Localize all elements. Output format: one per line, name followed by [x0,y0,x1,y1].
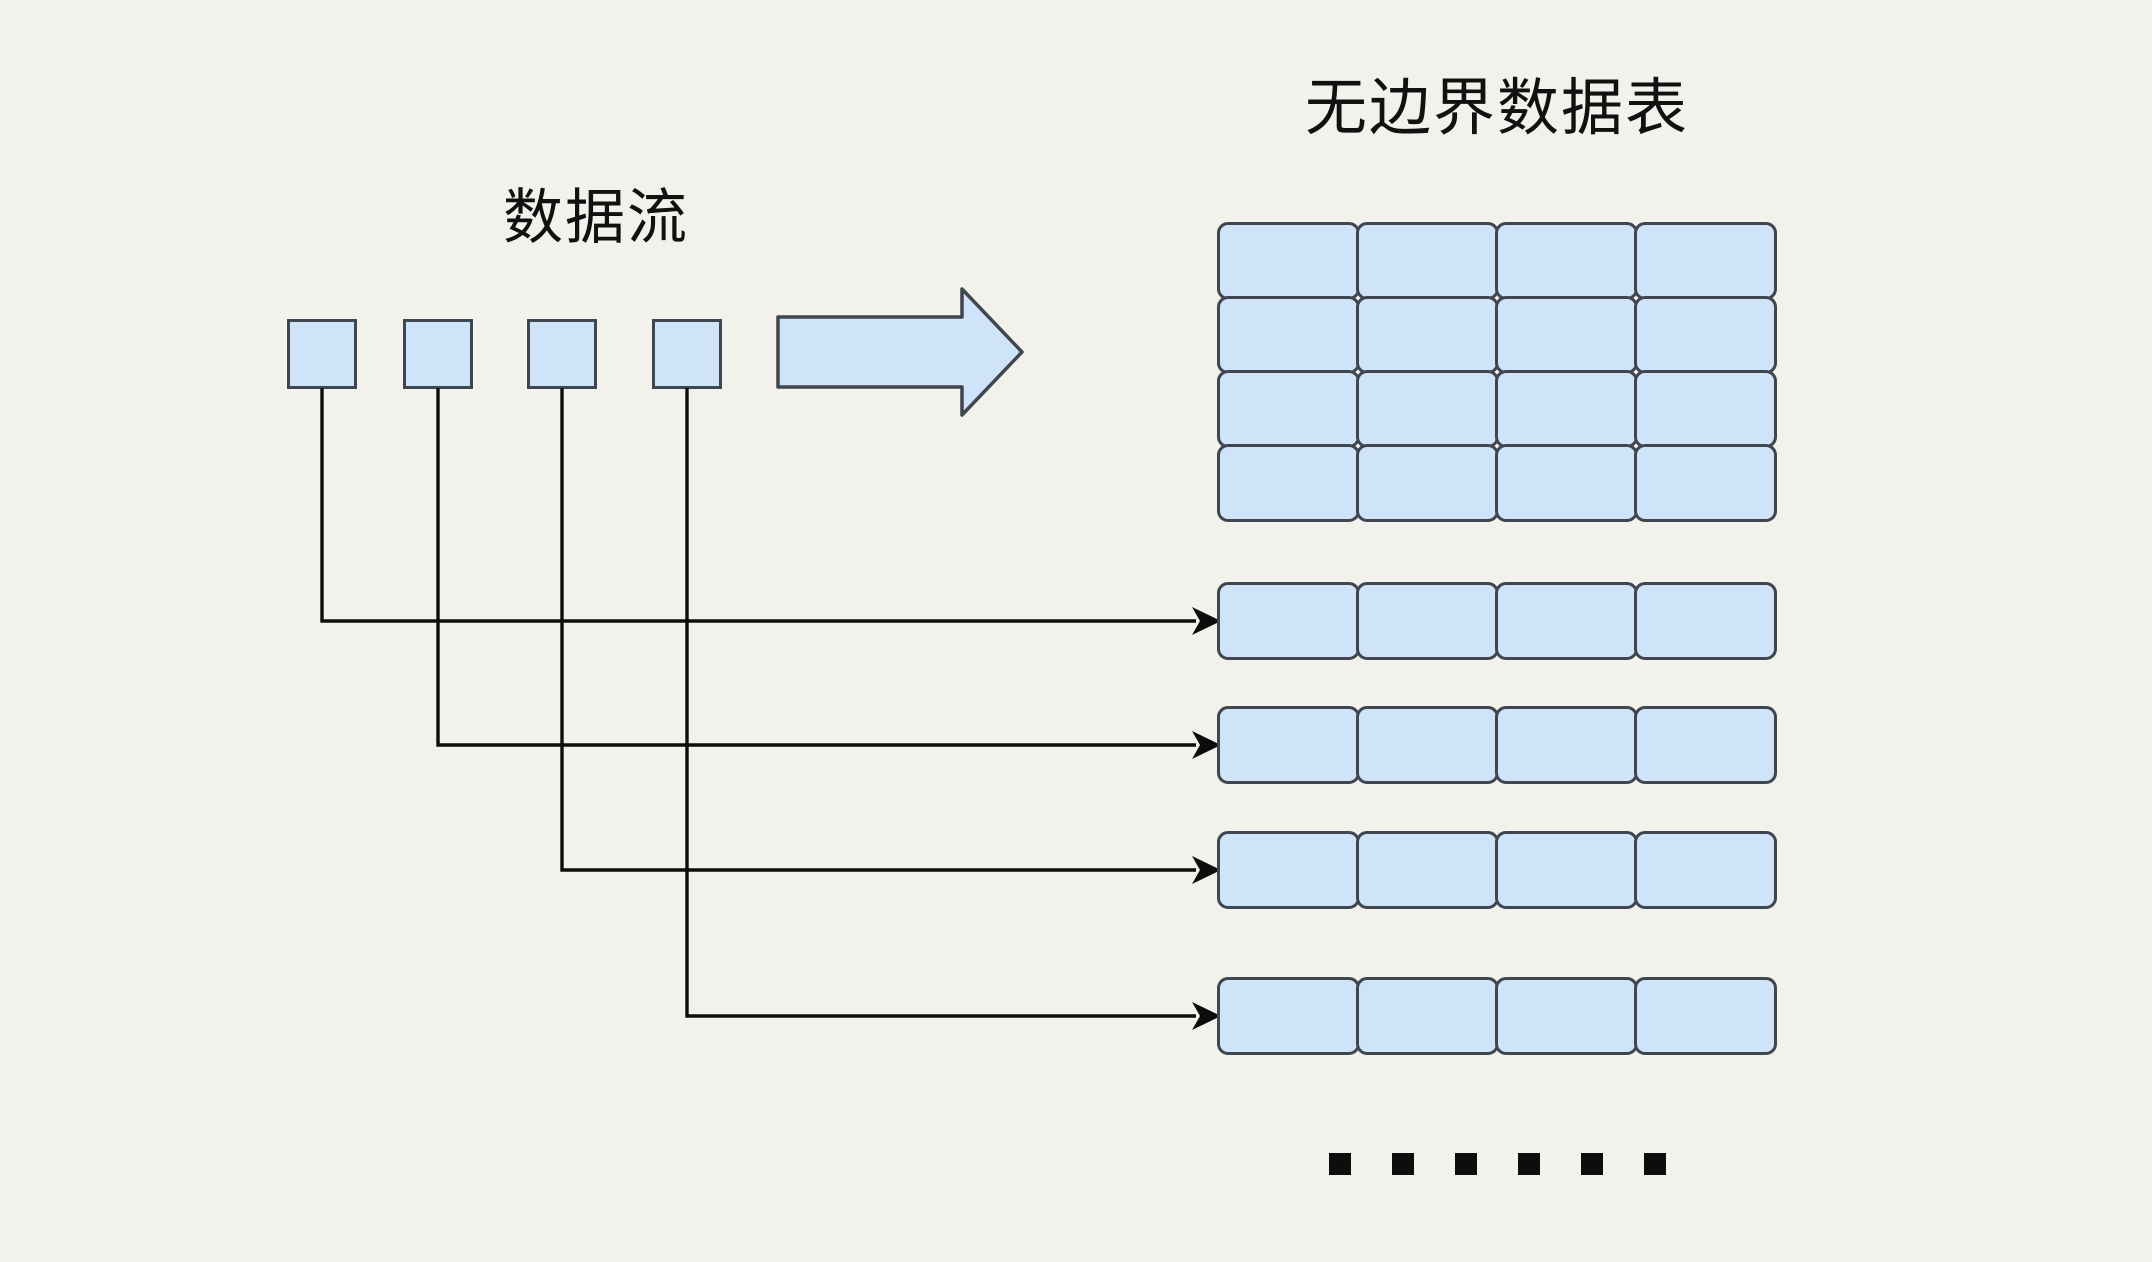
stream-square [403,319,473,389]
table-cell [1495,222,1638,300]
table-row [1217,706,1777,784]
stream-square [287,319,357,389]
ellipsis-dot [1644,1153,1666,1175]
table-cell [1495,831,1638,909]
table-cell [1495,706,1638,784]
flow-arrow-icon [776,287,1024,417]
table-cell [1217,370,1360,448]
table-cell [1634,370,1777,448]
stream-label: 数据流 [503,184,689,251]
connector-line [685,388,1221,1030]
table-cell [1356,370,1499,448]
table-cell [1356,296,1499,374]
ellipsis-dot [1581,1153,1603,1175]
stream-squares [287,319,723,389]
ellipsis-dots [1329,1153,1666,1175]
table-cell [1217,582,1360,660]
table-row [1217,831,1777,909]
table-cell [1634,222,1777,300]
unbounded-table-title: 无边界数据表 [1304,74,1689,143]
table-cell [1217,444,1360,522]
table-cell [1634,977,1777,1055]
table-cell [1356,222,1499,300]
table-cell [1495,370,1638,448]
table-cell [1495,977,1638,1055]
table-cell [1634,296,1777,374]
table-row [1217,582,1777,660]
connector-line [320,388,1221,635]
ellipsis-dot [1329,1153,1351,1175]
table-cell [1217,706,1360,784]
table-cell [1634,706,1777,784]
ellipsis-dot [1392,1153,1414,1175]
table-cell [1217,296,1360,374]
stream-square [652,319,722,389]
stream-square [527,319,597,389]
connector-line [436,388,1221,759]
table-cell [1495,582,1638,660]
table-cell [1217,831,1360,909]
table-cell [1495,444,1638,522]
table-cell [1634,831,1777,909]
table-cell [1356,977,1499,1055]
table-cell [1217,222,1360,300]
unbounded-table-grid [1217,222,1777,522]
table-cell [1356,582,1499,660]
ellipsis-dot [1518,1153,1540,1175]
table-cell [1356,444,1499,522]
table-row [1217,977,1777,1055]
table-cell [1356,706,1499,784]
table-cell [1217,977,1360,1055]
table-cell [1495,296,1638,374]
table-cell [1634,444,1777,522]
table-cell [1634,582,1777,660]
connector-line [560,388,1221,884]
table-cell [1356,831,1499,909]
ellipsis-dot [1455,1153,1477,1175]
